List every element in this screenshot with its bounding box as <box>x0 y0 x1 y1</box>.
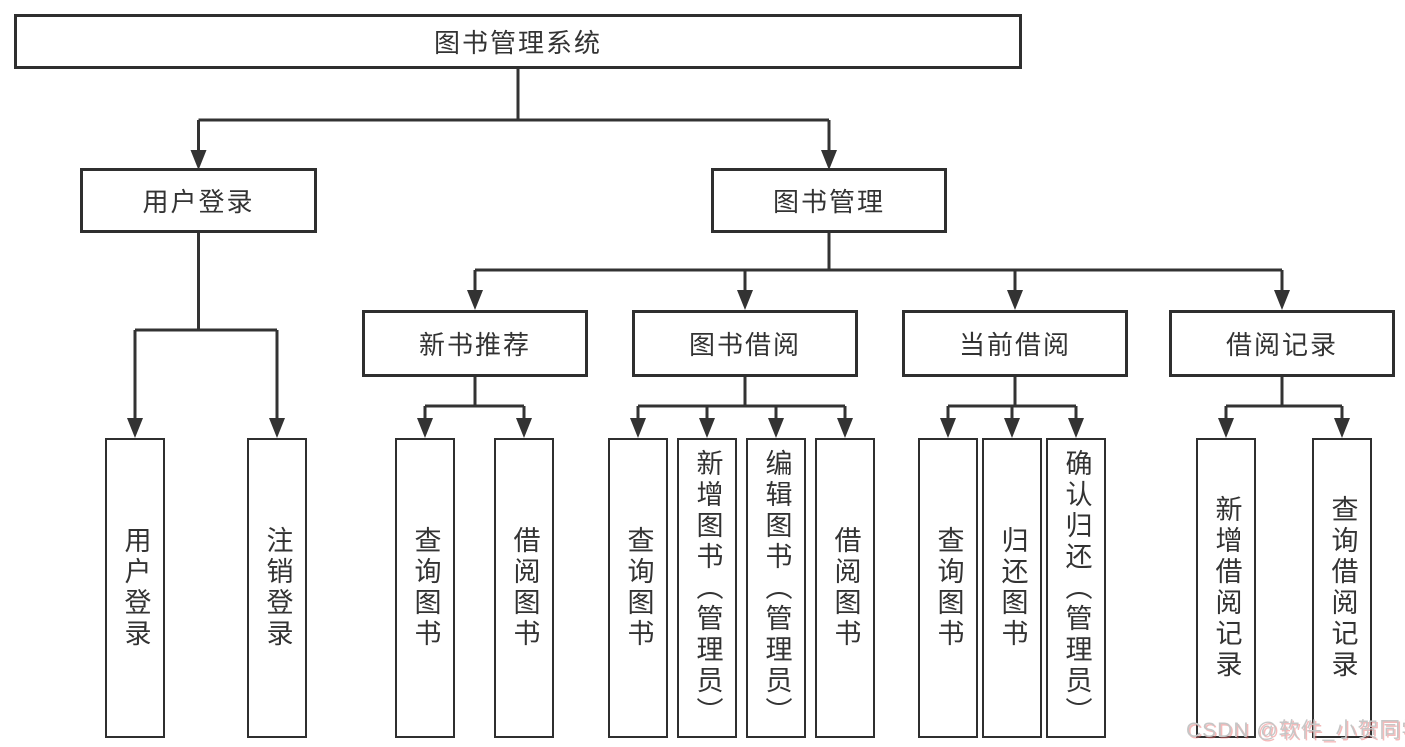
leaf-borrow-books-recommend-label: 借阅图书 <box>509 526 540 650</box>
node-user-login-label: 用户登录 <box>142 187 255 217</box>
leaf-query-books-recommend-label: 查询图书 <box>410 526 441 650</box>
node-current-borrow-label: 当前借阅 <box>958 330 1071 360</box>
leaf-edit-book-admin: 编辑图书（管理员） <box>746 438 806 738</box>
node-book-management-label: 图书管理 <box>772 187 885 217</box>
node-new-book-recommend-label: 新书推荐 <box>418 330 531 360</box>
leaf-query-books-current-label: 查询图书 <box>933 526 964 650</box>
node-new-book-recommend: 新书推荐 <box>362 310 588 377</box>
node-book-borrow-label: 图书借阅 <box>688 330 801 360</box>
leaf-confirm-return-admin: 确认归还（管理员） <box>1046 438 1106 738</box>
connector-book-management-children <box>467 233 1290 310</box>
leaf-borrow-books-label: 借阅图书 <box>830 526 861 650</box>
leaf-borrow-books-recommend: 借阅图书 <box>494 438 554 738</box>
leaf-query-borrow-record: 查询借阅记录 <box>1312 438 1372 738</box>
leaf-return-book: 归还图书 <box>982 438 1042 738</box>
connector-borrow-records-children <box>1218 377 1350 438</box>
leaf-confirm-return-admin-label: 确认归还（管理员） <box>1061 448 1092 728</box>
node-book-management: 图书管理 <box>711 168 947 233</box>
leaf-add-borrow-record: 新增借阅记录 <box>1196 438 1256 738</box>
leaf-add-book-admin-label: 新增图书（管理员） <box>692 448 723 728</box>
node-root-system-label: 图书管理系统 <box>433 28 602 58</box>
leaf-user-login: 用户登录 <box>105 438 165 738</box>
leaf-query-books-borrow-label: 查询图书 <box>623 526 654 650</box>
leaf-query-books-recommend: 查询图书 <box>395 438 455 738</box>
leaf-add-book-admin: 新增图书（管理员） <box>677 438 737 738</box>
leaf-logout-label: 注销登录 <box>262 526 293 650</box>
node-current-borrow: 当前借阅 <box>902 310 1128 377</box>
csdn-watermark: CSDN @软件_小贺同学 <box>1186 719 1405 742</box>
node-user-login: 用户登录 <box>80 168 317 233</box>
connector-book-borrow-children <box>630 377 853 438</box>
leaf-query-borrow-record-label: 查询借阅记录 <box>1327 495 1358 681</box>
connector-user-login-children <box>127 233 285 438</box>
node-root-system: 图书管理系统 <box>14 14 1022 69</box>
leaf-borrow-books: 借阅图书 <box>815 438 875 738</box>
leaf-query-books-borrow: 查询图书 <box>608 438 668 738</box>
connector-root-to-level2 <box>190 69 837 170</box>
leaf-query-books-current: 查询图书 <box>918 438 978 738</box>
node-borrow-records-label: 借阅记录 <box>1225 330 1338 360</box>
connector-new-book-recommend-children <box>417 377 532 438</box>
leaf-logout: 注销登录 <box>247 438 307 738</box>
connector-current-borrow-children <box>940 377 1084 438</box>
leaf-edit-book-admin-label: 编辑图书（管理员） <box>761 448 792 728</box>
leaf-return-book-label: 归还图书 <box>997 526 1028 650</box>
leaf-user-login-label: 用户登录 <box>120 526 151 650</box>
leaf-add-borrow-record-label: 新增借阅记录 <box>1211 495 1242 681</box>
node-borrow-records: 借阅记录 <box>1169 310 1395 377</box>
node-book-borrow: 图书借阅 <box>632 310 858 377</box>
